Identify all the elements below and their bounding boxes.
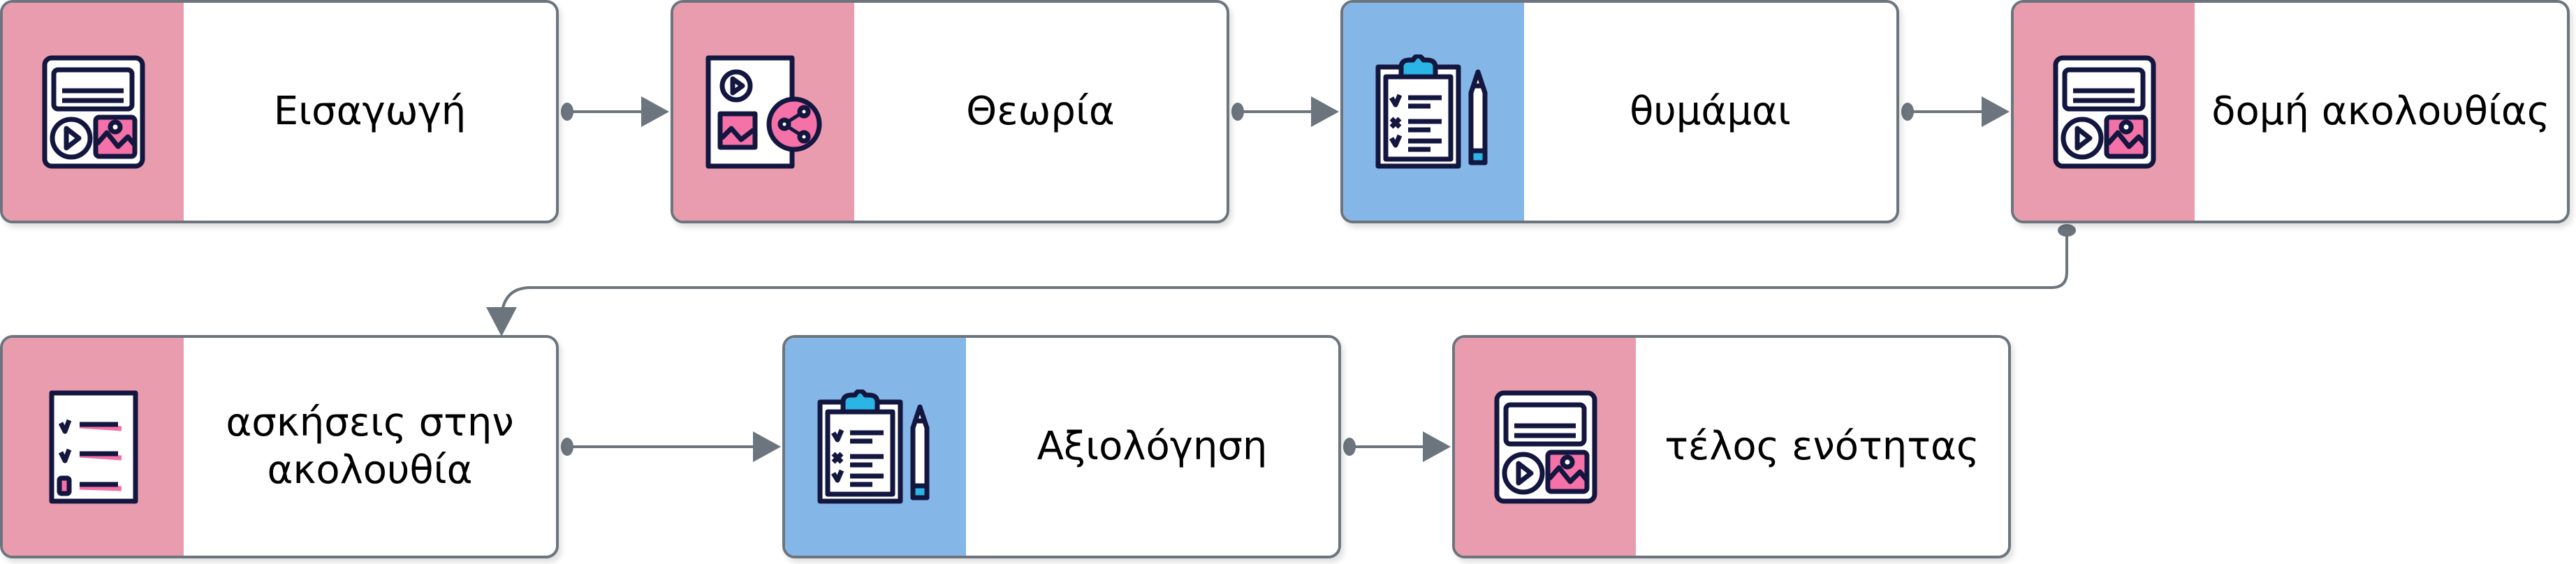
- share-document-icon: [673, 3, 854, 221]
- step-card-theory[interactable]: Θεωρία: [671, 0, 1229, 223]
- step-label: θυμάμαι: [1630, 89, 1791, 134]
- step-card-remember[interactable]: θυμάμαι: [1340, 0, 1899, 223]
- step-label: τέλος ενότητας: [1664, 424, 1979, 469]
- checklist-icon: [3, 338, 184, 556]
- step-label: Θεωρία: [966, 89, 1115, 134]
- step-label: ασκήσεις στην ακολουθία: [226, 400, 514, 493]
- step-card-sequence-structure[interactable]: δομή ακολουθίας: [2011, 0, 2570, 223]
- step-card-exercises[interactable]: ασκήσεις στην ακολουθία: [0, 335, 559, 558]
- step-card-end[interactable]: τέλος ενότητας: [1452, 335, 2011, 558]
- step-card-assessment[interactable]: Αξιολόγηση: [782, 335, 1341, 558]
- media-page-icon: [2014, 3, 2195, 221]
- media-page-icon: [3, 3, 184, 221]
- clipboard-checklist-icon: [1343, 3, 1524, 221]
- media-page-icon: [1455, 338, 1636, 556]
- clipboard-checklist-icon: [785, 338, 966, 556]
- step-card-intro[interactable]: Εισαγωγή: [0, 0, 559, 223]
- connector-4-5: [500, 230, 2068, 329]
- step-label: δομή ακολουθίας: [2211, 89, 2550, 134]
- step-label: Εισαγωγή: [273, 89, 467, 134]
- step-label: Αξιολόγηση: [1037, 424, 1268, 469]
